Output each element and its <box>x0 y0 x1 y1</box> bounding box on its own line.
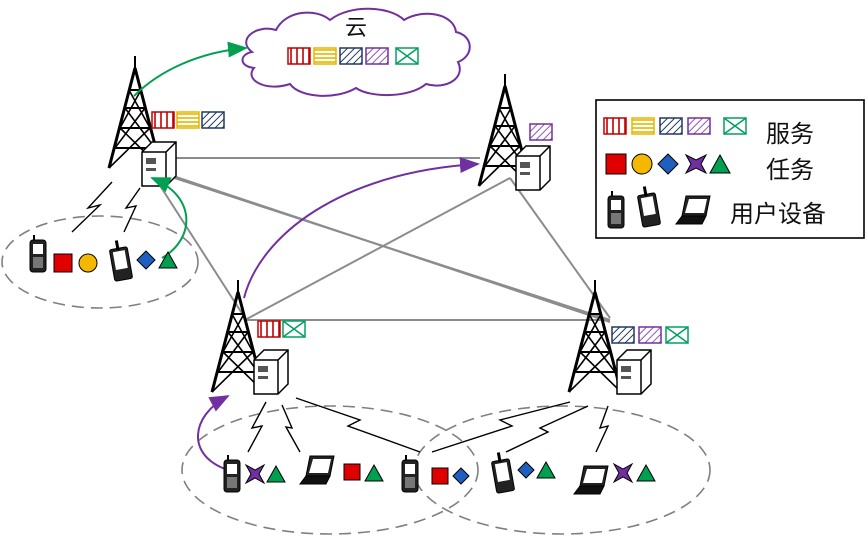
service-1-icon <box>287 47 311 65</box>
pda-icon <box>489 450 516 494</box>
pda-icon <box>107 238 134 282</box>
cluster-ellipse-1 <box>1 215 199 309</box>
phone-icon <box>29 234 47 273</box>
cluster-ellipse-2 <box>181 405 479 535</box>
service-5-icon <box>282 320 306 338</box>
legend <box>595 99 865 239</box>
phone-icon <box>223 454 241 493</box>
task-circle-icon <box>631 153 653 175</box>
wireless-link <box>505 405 589 453</box>
task-triangle-icon <box>266 464 286 483</box>
devices-cluster-2 <box>223 454 384 493</box>
base-station-2 <box>477 72 553 191</box>
task-triangle-icon <box>536 460 556 479</box>
task-square-icon <box>53 253 73 273</box>
wireless-link <box>281 404 301 453</box>
edge-server-icon <box>253 349 289 395</box>
service-5-icon <box>723 117 747 135</box>
devices-cluster-3 <box>401 450 656 495</box>
cloud-label: 云 <box>344 16 367 41</box>
legend-tasks-row <box>605 153 731 175</box>
task-circle-icon <box>78 253 98 273</box>
link-tower1-tower4-b <box>169 174 611 323</box>
wireless-link <box>295 397 421 453</box>
legend-services-label: 服务 <box>766 120 814 148</box>
task-triangle-icon <box>158 250 178 269</box>
service-2-icon <box>631 117 655 135</box>
service-5-icon <box>395 47 419 65</box>
base-station-4 <box>567 278 689 395</box>
legend-services-row <box>603 117 747 135</box>
task-star-icon <box>684 153 708 175</box>
offload-arrow-device-to-bs1 <box>150 177 188 259</box>
legend-devices-label: 用户设备 <box>730 200 826 228</box>
offload-arrow-device-to-bs3 <box>197 395 230 471</box>
task-star-icon <box>244 463 266 485</box>
wireless-link <box>595 405 610 453</box>
wireless-link <box>431 401 571 453</box>
link-tower3-tower2 <box>244 177 511 321</box>
edge-server-icon <box>616 349 652 395</box>
phone-icon <box>401 454 419 493</box>
edge-server-icon <box>515 145 551 191</box>
service-3-icon <box>201 111 225 129</box>
service-2-icon <box>313 47 337 65</box>
task-diamond-icon <box>517 461 535 479</box>
base-station-3 <box>210 278 306 395</box>
service-2-icon <box>176 111 200 129</box>
legend-tasks-label: 任务 <box>766 156 814 184</box>
service-3-icon <box>611 326 635 344</box>
task-triangle-icon <box>636 463 656 482</box>
task-star-icon <box>612 462 634 484</box>
laptop-icon <box>573 465 609 495</box>
task-diamond-icon <box>136 250 156 270</box>
wireless-link <box>123 187 141 233</box>
task-diamond-icon <box>657 153 679 175</box>
edge-server-icon <box>141 141 177 187</box>
service-1-icon <box>151 111 175 129</box>
link-tower1-tower3 <box>149 169 246 319</box>
task-triangle-icon <box>364 463 384 482</box>
backhaul-links <box>149 157 611 323</box>
service-5-icon <box>665 326 689 344</box>
offload-arrow-bs3-to-bs2 <box>243 157 480 299</box>
service-4-icon <box>638 326 662 344</box>
service-4-icon <box>365 47 389 65</box>
service-3-icon <box>339 47 363 65</box>
task-square-icon <box>343 463 361 481</box>
wireless-links <box>71 181 610 453</box>
laptop-icon <box>299 455 335 485</box>
wireless-link <box>247 401 267 453</box>
devices-cluster-1 <box>29 234 178 282</box>
phone-icon <box>607 190 625 229</box>
service-4-icon <box>687 117 711 135</box>
service-1-icon <box>257 320 281 338</box>
base-station-1 <box>107 54 225 187</box>
cloud-services <box>287 47 419 65</box>
service-4-icon <box>529 123 553 141</box>
wireless-link <box>71 181 113 233</box>
task-square-icon <box>431 467 449 485</box>
task-diamond-icon <box>452 467 470 485</box>
task-triangle-icon <box>709 153 731 174</box>
offload-arrow-to-cloud <box>133 41 248 97</box>
service-3-icon <box>659 117 683 135</box>
service-1-icon <box>603 117 627 135</box>
task-square-icon <box>605 153 627 175</box>
